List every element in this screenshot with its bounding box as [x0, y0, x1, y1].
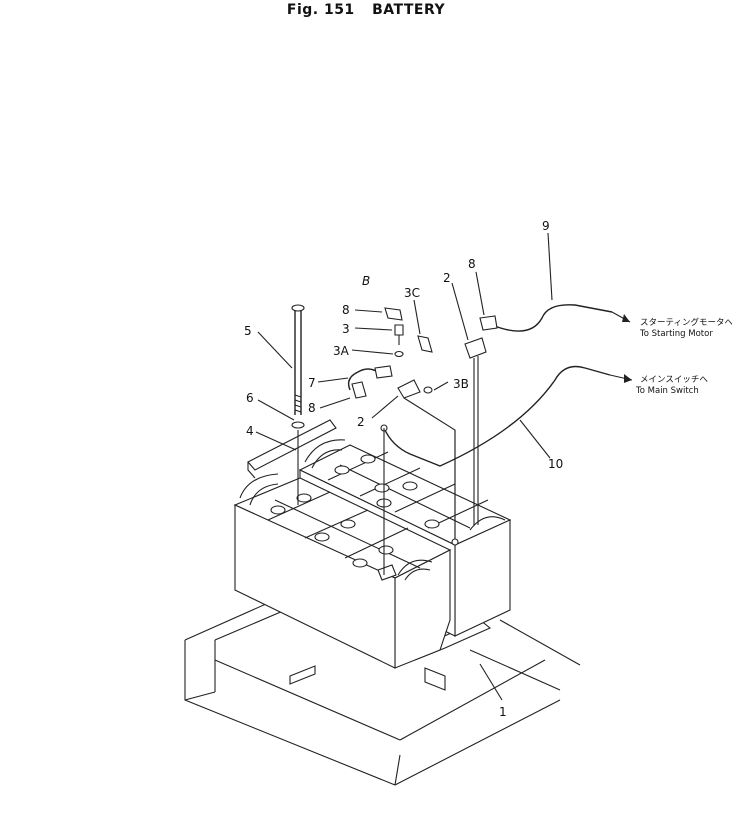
- callout-5: 5: [244, 324, 252, 338]
- callout-8-left: 8: [308, 401, 316, 415]
- callout-3c: 3C: [404, 286, 420, 300]
- detail-label-b: B: [362, 274, 370, 288]
- terminal-clamp-right: [464, 337, 487, 525]
- callout-7: 7: [308, 376, 316, 390]
- callout-10: 10: [548, 457, 563, 471]
- washer-3a: [394, 350, 404, 358]
- hold-down-washer: [291, 421, 305, 429]
- detail-b-parts: [384, 307, 433, 394]
- battery-front: [233, 473, 452, 669]
- destination-arrows: [609, 311, 633, 383]
- terminal-3c: [417, 335, 433, 353]
- callout-3b: 3B: [453, 377, 469, 391]
- callout-2-right: 2: [443, 271, 451, 285]
- hold-down-bolt: [291, 304, 305, 505]
- figure-number: Fig. 151: [286, 2, 355, 18]
- figure-name: BATTERY: [372, 2, 446, 18]
- callout-4: 4: [246, 424, 254, 438]
- bolt-3: [394, 324, 404, 336]
- callout-8-right: 8: [468, 257, 476, 271]
- leader-lines: [255, 232, 553, 701]
- front-battery-terminal: [377, 564, 397, 581]
- callout-8-top: 8: [342, 303, 350, 317]
- callout-2-center: 2: [357, 415, 365, 429]
- jumper-cable: [347, 365, 393, 399]
- note-starting-motor-en: To Starting Motor: [639, 329, 713, 339]
- front-cell-caps: [270, 493, 394, 568]
- terminal-clamp-center: [397, 379, 459, 546]
- figure-title: Fig. 151 BATTERY: [0, 2, 732, 18]
- hold-down-bracket: [247, 419, 337, 479]
- cable-starting-motor: [479, 304, 613, 332]
- note-main-switch-en: To Main Switch: [635, 386, 699, 396]
- callout-9: 9: [542, 219, 550, 233]
- callout-1: 1: [499, 705, 507, 719]
- note-starting-motor-jp: スターティングモータへ: [640, 317, 732, 328]
- note-main-switch-jp: メインスイッチへ: [640, 375, 708, 385]
- terminal-8-top: [384, 307, 403, 321]
- cable-main-switch: [380, 365, 611, 575]
- callout-3: 3: [342, 322, 350, 336]
- callout-3a: 3A: [333, 344, 350, 358]
- battery-base-frame: [184, 599, 581, 786]
- callout-6: 6: [246, 391, 254, 405]
- nut-3b: [423, 386, 433, 394]
